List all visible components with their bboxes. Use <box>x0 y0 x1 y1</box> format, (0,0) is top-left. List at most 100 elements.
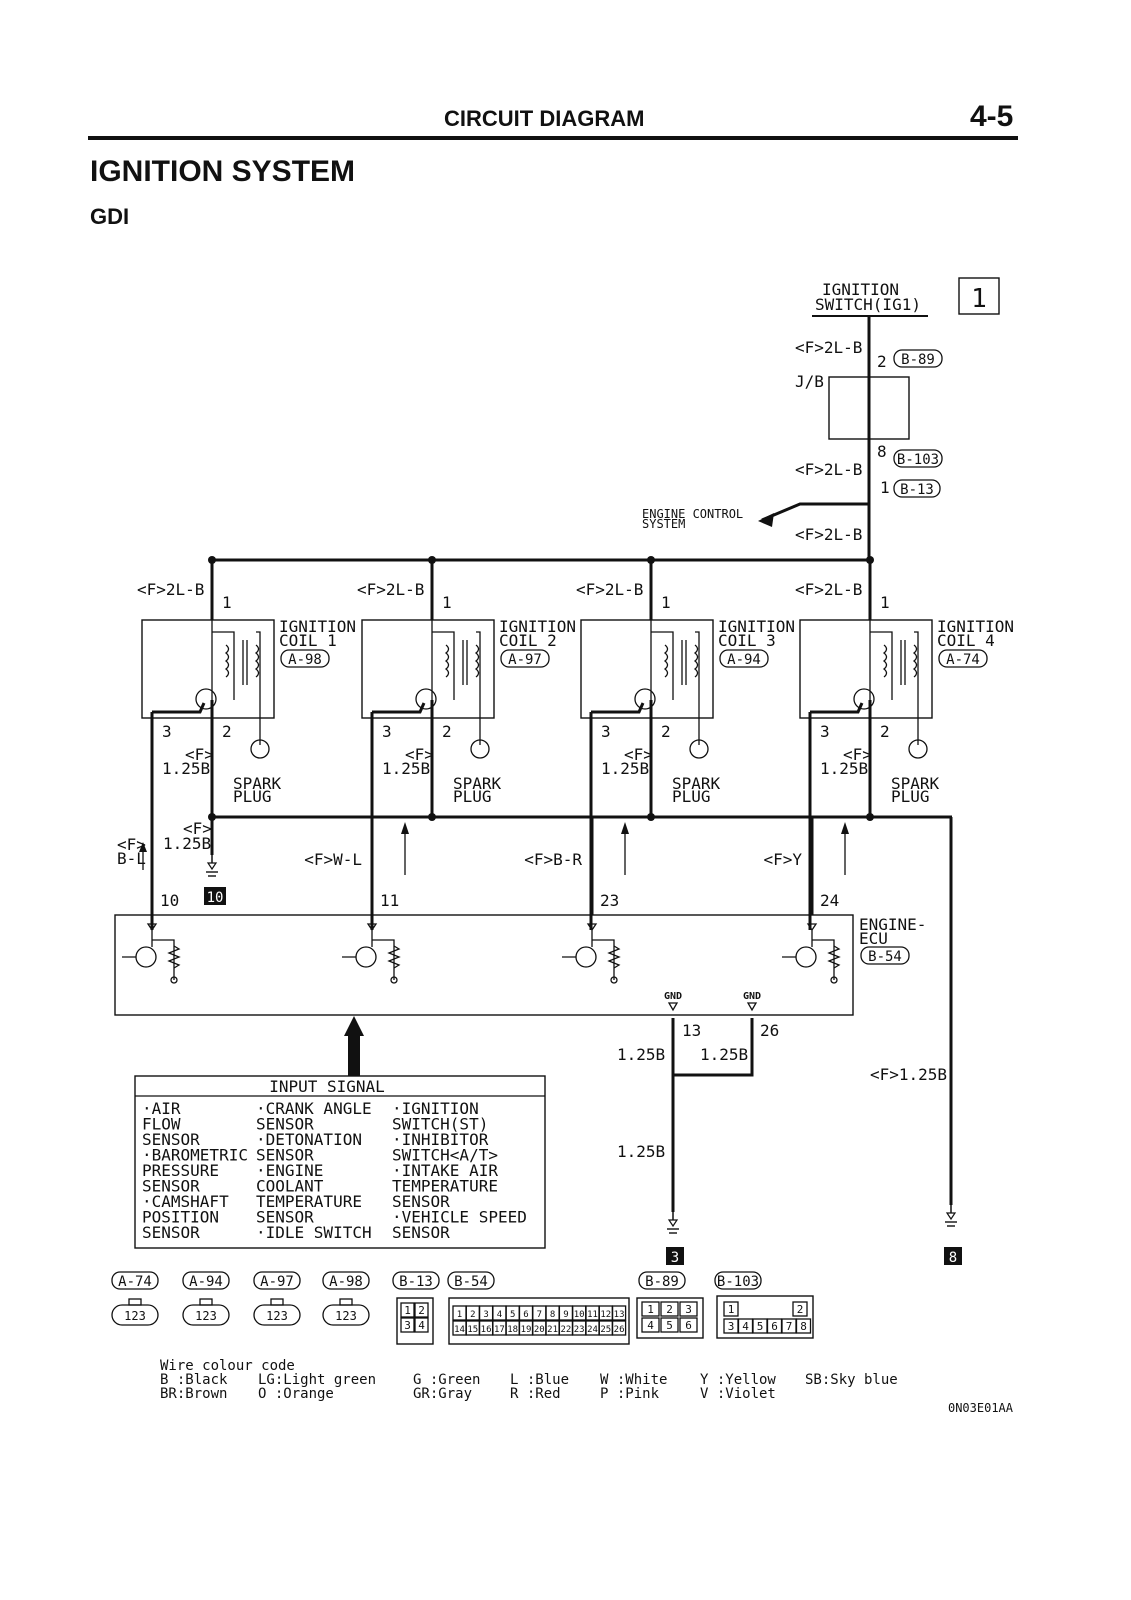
legend-entry-2-2: GR:Gray <box>413 1386 472 1402</box>
input-col2-line-0: ·CRANK ANGLE <box>256 1099 372 1118</box>
ecu-name-2: ECU <box>859 929 888 948</box>
signal-1-ecu-resistor <box>167 945 181 969</box>
connector-b89-tag <box>893 349 943 368</box>
ground-10-wire-size: 1.25B <box>163 834 211 853</box>
input-col1-line-4: PRESSURE <box>142 1161 219 1180</box>
b89-pin-box-3 <box>641 1317 660 1333</box>
jb-in-connector: B-89 <box>901 352 935 368</box>
input-col2-line-8: ·IDLE SWITCH <box>256 1223 372 1242</box>
b54-pin-1-0: 14 <box>454 1325 465 1335</box>
b54-pin-1-11: 25 <box>600 1325 611 1335</box>
coil-1-connector-tag <box>280 649 330 668</box>
coil-4-spark-plug-icon <box>908 739 928 759</box>
b54-pin-0-0: 1 <box>457 1310 462 1320</box>
b54-pin-0-5: 6 <box>523 1310 528 1320</box>
b54-pin-box-1-12 <box>611 1320 627 1336</box>
b54-pin-box-0-12 <box>611 1305 627 1321</box>
legend-entry-1-0: B :Black <box>160 1372 228 1388</box>
input-col3-line-7: ·VEHICLE SPEED <box>392 1208 527 1227</box>
coil-1-connector: A-98 <box>288 652 322 668</box>
legend-entry-2-5: V :Violet <box>700 1386 776 1402</box>
gnd-26-wire-size: 1.25B <box>700 1045 748 1064</box>
ground-10-badge <box>204 887 226 905</box>
b54-pin-0-9: 10 <box>574 1310 585 1320</box>
ground-c-number: 8 <box>949 1250 957 1266</box>
signal-1-ecu-ground-terminal <box>170 976 178 984</box>
b54-pin-1-5: 19 <box>521 1325 532 1335</box>
connector-tag-3 <box>322 1271 370 1290</box>
signal-1-direction-arrow-head <box>139 842 147 852</box>
gnd-26-wire <box>673 1018 754 1077</box>
signal-1-label-bot: B-L <box>117 849 146 868</box>
b103-pin-4: 5 <box>757 1320 764 1333</box>
signal-2-pin: 11 <box>380 891 399 910</box>
b103-pin-3: 4 <box>742 1320 749 1333</box>
legend-entry-1-6: SB:Sky blue <box>805 1372 898 1388</box>
input-col1-line-3: ·BAROMETRIC <box>142 1146 248 1165</box>
input-col2-line-5: COOLANT <box>256 1177 324 1196</box>
coil-3-name: IGNITION <box>718 617 795 636</box>
b13-pin: 1 <box>880 478 890 497</box>
coil-2-connector-tag <box>500 649 550 668</box>
coil-1-feed-label: <F>2L-B <box>137 580 204 599</box>
b54-pin-0-10: 11 <box>587 1310 598 1320</box>
coil-3-pin-3: 3 <box>601 722 611 741</box>
signal-3-label: <F>B-R <box>524 850 582 869</box>
ecu-connector-tag <box>860 946 910 965</box>
signal-1-ecu-pin-marker <box>146 923 158 932</box>
b13-pin-3: 4 <box>418 1319 425 1332</box>
connector-tag-0 <box>111 1271 159 1290</box>
connector-tag-2 <box>253 1271 301 1290</box>
signal-2-ecu-driver <box>342 930 395 980</box>
input-col1-line-6: ·CAMSHAFT <box>142 1192 229 1211</box>
coil-4-connector-tag <box>938 649 988 668</box>
input-col1-line-2: SENSOR <box>142 1130 200 1149</box>
connector-tag-4 <box>392 1271 440 1290</box>
b54-pin-1-12: 26 <box>614 1325 625 1335</box>
signal-3-pin: 23 <box>600 891 619 910</box>
coil-2-plug-label-2: PLUG <box>453 787 492 806</box>
input-col2-line-7: SENSOR <box>256 1208 314 1227</box>
legend-entry-1-2: G :Green <box>413 1372 480 1388</box>
coil-1-plug-label-2: PLUG <box>233 787 272 806</box>
b54-pin-1-9: 23 <box>574 1325 585 1335</box>
b103-pin-box-1 <box>792 1301 808 1317</box>
b89-pin-box-2 <box>679 1301 698 1317</box>
b54-pin-1-8: 22 <box>560 1325 571 1335</box>
b103-connector-face <box>716 1295 814 1339</box>
engine-ecu-box <box>114 914 854 1016</box>
signal-2-ecu-ground-terminal <box>390 976 398 984</box>
b54-pin-0-4: 5 <box>510 1310 515 1320</box>
b54-pin-1-10: 24 <box>587 1325 598 1335</box>
coil-4-primary-circuit <box>869 620 893 700</box>
b54-pin-1-7: 21 <box>547 1325 558 1335</box>
b54-pin-0-7: 8 <box>550 1310 555 1320</box>
b13-pin-box-3 <box>414 1317 429 1333</box>
input-col1-line-5: SENSOR <box>142 1177 200 1196</box>
coil-3-plug-label: SPARK <box>672 774 721 793</box>
coil-1-name: IGNITION <box>279 617 356 636</box>
gnd-marker-2 <box>746 1002 758 1012</box>
b54-pin-0-12: 13 <box>614 1310 625 1320</box>
legend-entry-1-3: L :Blue <box>510 1372 569 1388</box>
coil-2-wire-size: 1.25B <box>382 759 430 778</box>
legend-entry-1-5: Y :Yellow <box>700 1372 776 1388</box>
coil-1-pin-3: 3 <box>162 722 172 741</box>
input-col2-line-2: ·DETONATION <box>256 1130 362 1149</box>
feed-wire-label: <F>2L-B <box>795 338 862 357</box>
b89-pin-4: 5 <box>666 1319 673 1332</box>
b54-pin-0-6: 7 <box>537 1310 542 1320</box>
input-col3-line-3: SWITCH<A/T> <box>392 1146 498 1165</box>
connector-label-6: B-89 <box>645 1274 679 1290</box>
jb-out-wire-label: <F>2L-B <box>795 460 862 479</box>
coil-2-pin-3: 3 <box>382 722 392 741</box>
input-col1-line-1: FLOW <box>142 1115 181 1134</box>
coil-2-plug-label: SPARK <box>453 774 502 793</box>
signal-2-ecu-transistor <box>355 946 377 968</box>
signal-3-ecu-transistor <box>575 946 597 968</box>
coil-2-primary-winding <box>444 644 450 678</box>
ground-b-badge <box>666 1247 684 1265</box>
signal-1-ecu-transistor <box>135 946 157 968</box>
b13-pin-box-1 <box>414 1302 429 1318</box>
coil-4-connector: A-74 <box>946 652 980 668</box>
